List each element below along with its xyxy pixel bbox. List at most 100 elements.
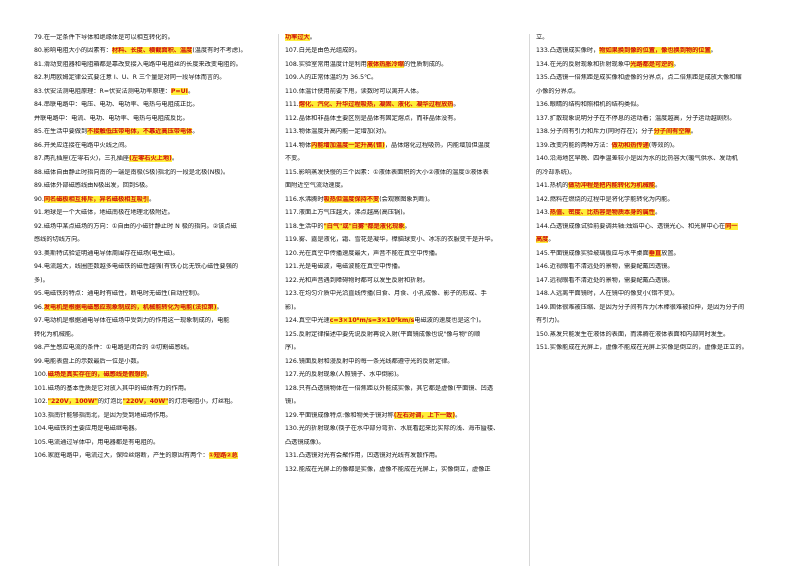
line-text: 139.改变内能的两种方法： [536, 141, 612, 149]
line-text: 。 [453, 101, 460, 109]
text-line: 的冷却系统)。 [536, 169, 770, 177]
text-line: 83.伏安法测电阻原理：R=伏安法测电功率原理：P=UI。 [34, 87, 268, 96]
line-text: 144.凸透镜成像试验前要调共轴:烛焰中心、透镜光心、和光屏中心在 [536, 222, 726, 230]
text-line: 120.光在真空中传播速度最大，声音不能在真空中传播。 [285, 250, 519, 258]
highlighted-text: 做功和热传递 [611, 141, 649, 149]
line-text: ，晶体熔化过程吸热，内能增加但温度 [384, 141, 491, 149]
line-text: 79.在一定条件下导体和绝缘体是可以相互转化的。 [34, 34, 174, 41]
line-text: 镜)。 [285, 398, 300, 406]
text-line: 86.开关应连接在电路中火线之间。 [34, 142, 268, 150]
line-text: 95.电磁铁的特点：通电时有磁性，断电时无磁性(自动控制)。 [34, 290, 204, 298]
line-text: 。 [654, 182, 662, 190]
text-line: 128.只有凸透镜物体在一倍焦距以外能成实像，其它都是虚像(平面镜、凹透 [285, 385, 519, 393]
text-line: 125.反射定律描述中要先说反射再说入射(平面镜成像也说"像与物"的顺 [285, 331, 519, 339]
line-text: 115.影响蒸发快慢的三个因素：①液体表面积的大小②液体的温度③液体表 [285, 168, 489, 176]
line-text: 88.磁体自由静止时指向南的一端是南极(S极)指北的一段是北极(N极)。 [34, 168, 230, 176]
line-text: 101.磁场的基本性质是它对放入其中的磁体有力的作用。 [34, 384, 191, 392]
highlighted-text: 磁场是真实存在的，磁感线是假想的 [47, 371, 147, 379]
line-text: 107.白光是由色光组成的。 [285, 47, 361, 55]
line-text: 94.电流越大，线圈匝数越多电磁铁的磁性越强(有铁心比无铁心磁性要强的 [34, 263, 239, 271]
text-line: 151.实像能成在光屏上，虚像不能成在光屏上实像是倒立的，虚像是正立的。 [536, 344, 770, 352]
column-left: 79.在一定条件下导体和绝缘体是可以相互转化的。80.影响电阻大小的因素有：材料… [34, 34, 268, 566]
line-text: 125.反射定律描述中要先说反射再说入射(平面镜成像也说"像与物"的顺 [285, 330, 481, 338]
text-line: 149.固体很难被压缩、是因为分子间有斥力(木棒很难被拉伸，是因为分子间 [536, 304, 770, 312]
line-text: 132.能成在光屏上的像都是实像，虚像不能成在光屏上，实像倒立，虚像正 [285, 465, 491, 473]
line-text: 105.电流通过导体中，用电器都是有电阻的。 [34, 438, 160, 446]
line-text: 120.光在真空中传播速度最大，声音不能在真空中传播。 [285, 249, 442, 257]
highlighted-text: "220V，100W" [47, 398, 98, 406]
line-text: 106.家庭电路中，电流过大，保险丝熔断，产生的原因有两个： [34, 452, 209, 460]
text-line: 81.滑动变阻器和电阻箱都是靠改变接入电路中电阻丝的长度来改变电阻的。 [34, 61, 268, 69]
line-text: 并联电路中：电流、电功、电功率、电热与电阻成反比。 [34, 114, 189, 122]
line-text: 148.人远离平面镜时，人在镜中的像变小(错不变)。 [536, 290, 679, 298]
column-right: 立。133.凸透镜成实像时，物如果换到像的位置，像也换到物的位置。134.在光的… [529, 34, 770, 566]
line-text: 136.眼睛的结构和照相机的结构类似。 [536, 101, 643, 109]
highlighted-text: 热值、密度、比热容是物质本身的属性 [549, 209, 655, 217]
text-line: 111.熔化、汽化、升华过程吸热，凝固、液化、凝华过程放热。 [285, 101, 519, 109]
highlighted-text: "220V，40W" [122, 398, 169, 406]
text-line: 132.能成在光屏上的像都是实像，虚像不能成在光屏上，实像倒立，虚像正 [285, 466, 519, 474]
text-line: 98.产生感应电流的条件：①电路是闭合的 ②切割磁感线。 [34, 344, 268, 352]
text-line: 126.镜面反射和漫反射中的每一条光线都遵守光的反射定律。 [285, 358, 519, 366]
text-line: 130.光的折射现象(筷子在水中部分弯折、水底看起来比实际的浅、海市蜃楼、 [285, 425, 519, 433]
line-text: 102. [34, 398, 48, 406]
highlighted-text: 材料、长度、横截面积、温度 [111, 47, 193, 55]
text-line: 高度。 [536, 236, 770, 244]
text-line: 117.液面上方气压越大，沸点越高(高压锅)。 [285, 209, 519, 217]
text-line: 115.影响蒸发快慢的三个因素：①液体表面积的大小②液体的温度③液体表 [285, 169, 519, 177]
highlighted-text: 分子间有空隙 [653, 128, 691, 136]
line-text: 的灯泡比 [97, 398, 123, 406]
highlighted-text: 物如果换到像的位置，像也换到物的位置 [599, 47, 711, 55]
text-line: 106.家庭电路中，电流过大，保险丝熔断，产生的原因有两个：①短路②总 [34, 452, 268, 460]
text-line: 131.凸透镜对光有会聚作用，凹透镜对光线有发散作用。 [285, 452, 519, 460]
line-text: 114.物体 [285, 141, 312, 149]
text-line: 114.物体内能增加温度一定升高(错)，晶体熔化过程吸热，内能增加但温度 [285, 141, 519, 150]
line-text: 111. [285, 101, 299, 109]
text-line: 113.物体温度升高内能一定增加(对)。 [285, 128, 519, 136]
highlighted-text: P=UI [170, 87, 188, 95]
line-text: 82.利用欧姆定律公式要注意 I、U、R 三个量是对同一段导体而言的。 [34, 74, 226, 82]
line-text: 121.光是电磁波，电磁波能在真空中传播。 [285, 263, 404, 271]
line-text: 128.只有凸透镜物体在一倍焦距以外能成实像，其它都是虚像(平面镜、凹透 [285, 384, 494, 392]
line-text: 91.地球是一个大磁体，地磁南极在地理北极附近。 [34, 209, 174, 217]
line-text: 100. [34, 371, 48, 379]
line-text: 99.电能表盘上的示数最后一位是小数。 [34, 357, 143, 365]
column-middle: 功率过大。107.白光是由色光组成的。108.实验室常用温度计是利用液体热胀冷缩… [278, 34, 519, 566]
text-line: 116.水沸腾时吸热但温度保持不变(会观察图象判断)。 [285, 195, 519, 204]
line-text: 126.镜面反射和漫反射中的每一条光线都遵守光的反射定律。 [285, 357, 454, 365]
line-text: 117.液面上方气压越大，沸点越高(高压锅)。 [285, 209, 409, 217]
line-text: 97.电动机是根据通电导体在磁场中受到力的作用这一现象制成的，电能 [34, 317, 230, 325]
text-line: 面附近空气流动速度。 [285, 182, 519, 190]
line-text: 。 [149, 195, 156, 203]
line-text: 150.蒸发只能发生在液体的表面，而沸腾在液体表面和内部同时发生。 [536, 330, 730, 338]
highlighted-text: 光路都是可逆的 [630, 60, 674, 68]
line-text: 多)。 [34, 276, 49, 284]
text-line: 138.分子间有引力和斥力(同时存在)；分子分子间有空隙。 [536, 128, 770, 136]
text-line: 91.地球是一个大磁体，地磁南极在地理北极附近。 [34, 209, 268, 217]
line-text: 83.伏安法测电阻原理：R=伏安法测电功率原理： [34, 87, 171, 95]
highlighted-text: (左右对调，上下一致) [393, 411, 456, 419]
text-line: 95.电磁铁的特点：通电时有磁性，断电时无磁性(自动控制)。 [34, 290, 268, 298]
line-text: 。 [216, 303, 223, 311]
line-text: 放置。 [661, 249, 680, 257]
line-text: 。 [309, 34, 316, 41]
line-text: 123.在均匀介质中光沿直线传播(日食、月食、小孔成像、影子的形成、手 [285, 290, 487, 298]
text-line: 104.电磁铁的主要应用是电磁继电器。 [34, 425, 268, 433]
text-line: 103.指南针能够指南北，是因为受到地磁场作用。 [34, 412, 268, 420]
line-text: 不变。 [285, 155, 304, 163]
line-text: 112.晶体和非晶体主要区别是晶体有固定熔点，而非晶体没有。 [285, 114, 460, 122]
text-line: 133.凸透镜成实像时，物如果换到像的位置，像也换到物的位置。 [536, 47, 770, 55]
line-text: 103.指南针能够指南北，是因为受到地磁场作用。 [34, 411, 172, 419]
line-text: 81.滑动变阻器和电阻箱都是靠改变接入电路中电阻丝的长度来改变电阻的。 [34, 60, 242, 68]
line-text: 。 [455, 411, 462, 419]
text-line: 122.光和声音遇到障碍物时都可以发生反射和折射。 [285, 277, 519, 285]
text-line: 立。 [536, 34, 770, 42]
text-line: 感线的切线方向。 [34, 236, 268, 244]
text-line: 105.电流通过导体中，用电器都是有电阻的。 [34, 439, 268, 447]
line-text: 145.平面镜成像实验玻璃板应与水平桌面 [536, 249, 649, 257]
line-text: 142.燃料在燃烧的过程中是将化学能转化为内能。 [536, 195, 674, 203]
text-line: 镜)。 [285, 398, 519, 406]
line-text: 。 [654, 209, 662, 217]
text-line: 90.同名磁极相互排斥，异名磁极相互吸引。 [34, 195, 268, 204]
line-text: 。 [690, 128, 697, 136]
